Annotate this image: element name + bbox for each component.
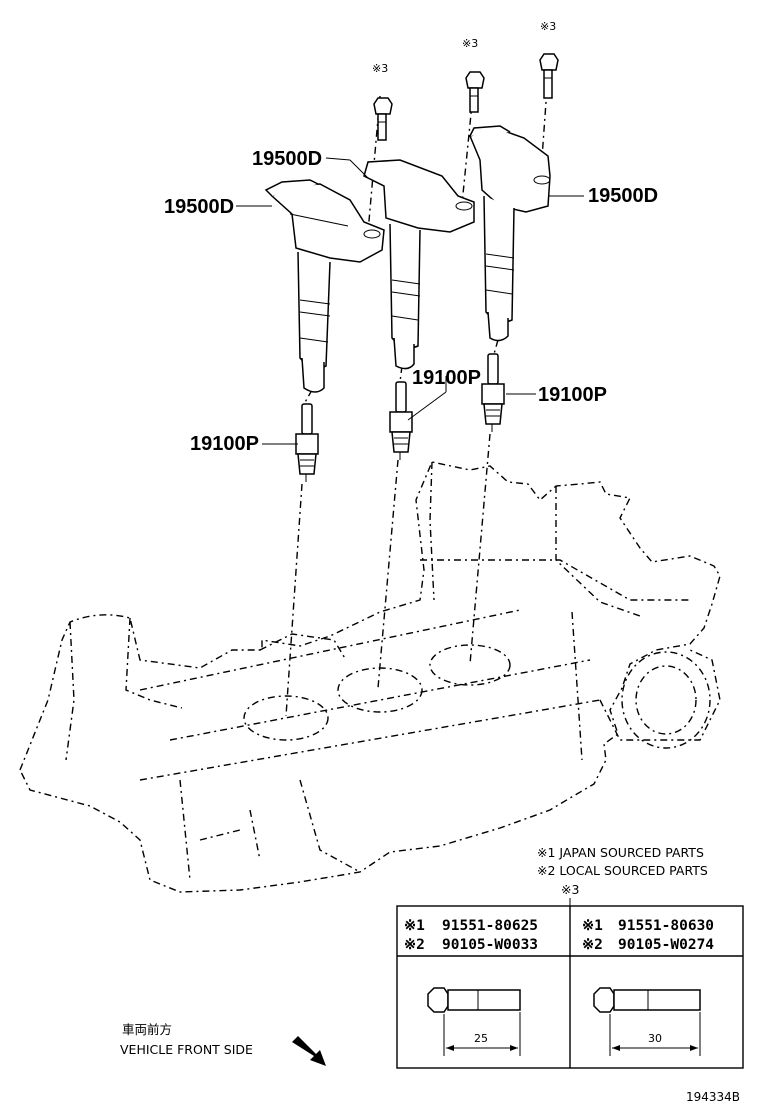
dimension-30: 30 [648,1032,662,1045]
bolt-middle[interactable] [465,71,485,113]
vehicle-front-indicator: 車両前方 VEHICLE FRONT SIDE [120,1022,326,1066]
front-direction-arrow-icon [292,1036,326,1066]
cylinder-head-outline [19,461,721,893]
bolt-spec-table: ※1 91551-80625 ※2 90105-W0033 ※1 91551-8… [396,905,744,1069]
table-right-mark1: ※1 [582,918,603,934]
centerlines [285,73,549,717]
spark-plug-middle[interactable] [389,381,413,460]
ignition-coil-middle[interactable] [363,159,475,370]
legend-japan-sourced: ※1 JAPAN SOURCED PARTS [537,845,704,860]
table-left-mark2: ※2 [404,937,425,953]
bolt-mark-right: ※3 [540,20,556,33]
callout-coil-left: 19500D [164,196,234,218]
table-right-mark2: ※2 [582,937,603,953]
callout-coil-right: 19500D [588,185,658,207]
table-right-part2: 90105-W0274 [618,937,714,953]
table-left-part1: 91551-80625 [442,918,538,934]
ignition-coil-right[interactable] [468,125,551,342]
ignition-coil-left[interactable] [264,179,385,393]
table-left-mark1: ※1 [404,918,425,934]
spark-plug-right[interactable] [481,353,505,432]
figure-number: 194334B [686,1090,740,1104]
bolt-right[interactable] [539,53,559,99]
callout-plug-left: 19100P [190,433,259,455]
callout-plug-middle: 19100P [412,367,481,389]
bolt-mark-left: ※3 [372,62,388,75]
callout-labels: 19500D 19500D 19500D 19100P 19100P 19100… [164,20,658,455]
leader-lines [236,157,584,445]
bolt-left[interactable] [373,97,393,141]
legend-local-sourced: ※2 LOCAL SOURCED PARTS [537,863,708,878]
table-left-part2: 90105-W0033 [442,937,538,953]
callout-plug-right: 19100P [538,384,607,406]
legend-bolt-ref: ※3 [561,882,579,897]
callout-coil-middle: 19500D [252,148,322,170]
bolt-mark-middle: ※3 [462,37,478,50]
dimension-25: 25 [474,1032,488,1045]
legend: ※1 JAPAN SOURCED PARTS ※2 LOCAL SOURCED … [537,845,708,906]
bolt-drawing-25: 25 [427,987,521,1056]
table-right-part1: 91551-80630 [618,918,714,934]
spark-plug-left[interactable] [295,403,319,482]
direction-label-en: VEHICLE FRONT SIDE [120,1042,253,1057]
bolt-drawing-30: 30 [593,987,701,1056]
direction-label-jp: 車両前方 [122,1022,172,1037]
